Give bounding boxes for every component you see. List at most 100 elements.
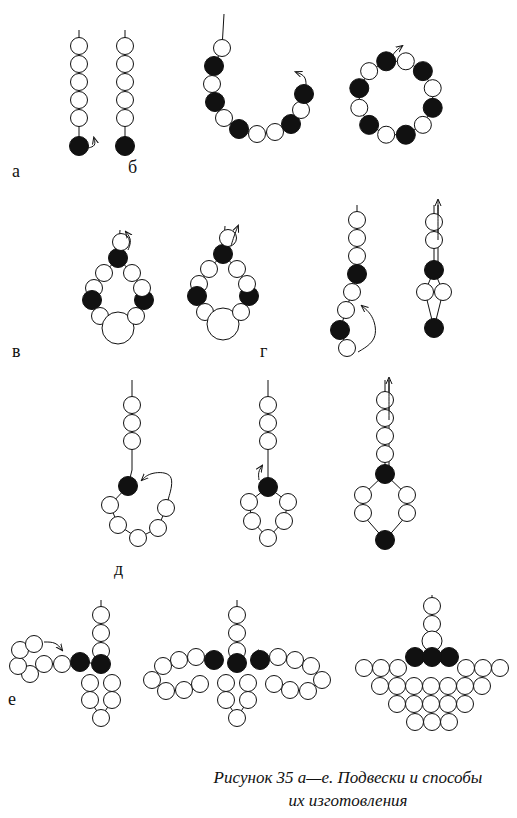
black-bead — [71, 653, 90, 672]
black-bead — [295, 85, 314, 104]
bead — [71, 56, 88, 73]
bead — [249, 126, 266, 143]
black-bead — [425, 261, 444, 280]
bead — [117, 74, 134, 91]
bead — [117, 38, 134, 55]
bead — [474, 678, 491, 695]
bead — [270, 649, 287, 666]
bead — [93, 607, 110, 624]
bead — [218, 692, 235, 709]
black-bead — [214, 245, 233, 264]
bead — [303, 658, 320, 675]
bead — [158, 500, 175, 517]
bead — [423, 696, 440, 713]
bead — [441, 714, 458, 731]
bead — [377, 392, 394, 409]
bead — [399, 487, 416, 504]
bead — [435, 284, 452, 301]
black-bead — [376, 465, 395, 484]
bead — [355, 487, 372, 504]
bead — [377, 428, 394, 445]
black-bead — [360, 115, 379, 134]
bead — [300, 683, 317, 700]
bead — [10, 658, 27, 675]
bead — [423, 678, 440, 695]
bead — [349, 212, 366, 229]
direction-arrow — [259, 466, 262, 480]
black-bead — [188, 287, 207, 306]
panel-letter: а — [12, 162, 20, 180]
bead — [339, 340, 356, 357]
bead — [378, 126, 395, 143]
bead — [407, 714, 424, 731]
bead — [155, 658, 172, 675]
bead — [373, 660, 390, 677]
bead — [390, 660, 407, 677]
bead — [389, 678, 406, 695]
bead — [417, 284, 434, 301]
black-bead — [83, 291, 102, 310]
figure-caption: Рисунок 35 а—е. Подвески и способы их из… — [211, 766, 486, 812]
bead — [287, 652, 304, 669]
bead — [239, 276, 256, 293]
bead — [372, 678, 389, 695]
bead — [102, 497, 119, 514]
panel-letter: д — [114, 560, 123, 578]
black-bead — [205, 651, 224, 670]
bead — [424, 598, 441, 615]
bead — [361, 63, 378, 80]
bead — [458, 660, 475, 677]
bead — [355, 505, 372, 522]
bead — [399, 505, 416, 522]
bead — [276, 513, 293, 530]
direction-arrow — [386, 46, 402, 66]
bead — [26, 636, 43, 653]
black-bead — [331, 321, 350, 340]
bead — [440, 678, 457, 695]
panel-letter: г — [260, 342, 267, 360]
black-bead — [423, 648, 442, 667]
bead — [344, 284, 361, 301]
bead — [130, 530, 147, 547]
bead — [241, 494, 258, 511]
direction-arrow — [231, 226, 238, 246]
bead — [377, 446, 394, 463]
bead — [282, 682, 299, 699]
thread — [110, 380, 166, 538]
bead — [93, 625, 110, 642]
bead — [349, 248, 366, 265]
bead — [457, 678, 474, 695]
bead — [171, 652, 188, 669]
bead — [280, 494, 297, 511]
bead — [406, 696, 423, 713]
direction-arrow — [296, 72, 306, 86]
bead — [192, 676, 209, 693]
black-bead — [251, 651, 270, 670]
bead — [82, 692, 99, 709]
black-bead — [440, 648, 459, 667]
thread — [425, 205, 443, 328]
bead — [260, 397, 277, 414]
black-bead — [109, 249, 128, 268]
bead — [424, 80, 441, 97]
direction-arrow — [126, 232, 130, 250]
bead — [414, 116, 431, 133]
black-bead — [116, 137, 135, 156]
bead — [338, 302, 355, 319]
bead — [216, 110, 233, 127]
black-bead — [205, 57, 224, 76]
bead — [349, 230, 366, 247]
bead — [71, 92, 88, 109]
black-bead — [376, 531, 395, 550]
bead — [351, 99, 368, 116]
bead — [314, 672, 331, 689]
bead — [204, 76, 221, 93]
bead — [104, 692, 121, 709]
bead — [36, 656, 53, 673]
bead — [104, 675, 121, 692]
black-bead — [423, 98, 442, 117]
bead — [240, 675, 257, 692]
bead — [71, 38, 88, 55]
bead — [96, 265, 113, 282]
bead — [260, 530, 277, 547]
